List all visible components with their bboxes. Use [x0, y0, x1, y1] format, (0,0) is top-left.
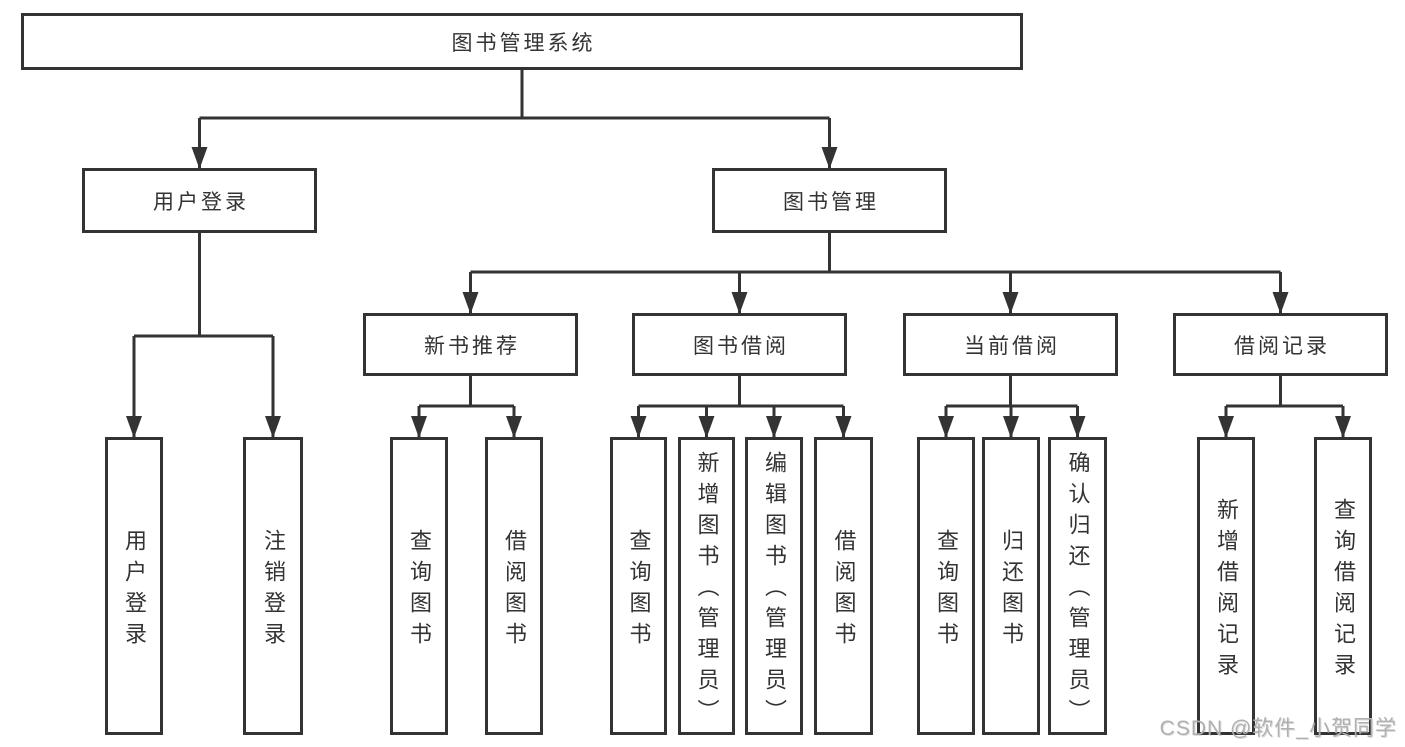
- node-user-login-label: 用户登录: [153, 190, 249, 214]
- leaf-edit-book-admin: 编辑图书（管理员）: [745, 437, 803, 735]
- leaf-borrowing-query-book-label: 查询图书: [626, 528, 652, 653]
- node-book-borrowing: 图书借阅: [632, 313, 847, 376]
- leaf-add-book-admin: 新增图书（管理员）: [678, 437, 735, 735]
- node-book-management: 图书管理: [712, 168, 947, 233]
- leaf-confirm-return-admin: 确认归还（管理员）: [1048, 437, 1107, 735]
- leaf-recommend-query-book-label: 查询图书: [407, 528, 432, 653]
- csdn-watermark: CSDN @软件_小贺同学: [1159, 717, 1397, 740]
- leaf-borrowing-query-book: 查询图书: [610, 437, 667, 735]
- leaf-return-book: 归还图书: [982, 437, 1040, 735]
- leaf-logout: 注销登录: [243, 437, 303, 735]
- node-current-borrowing: 当前借阅: [903, 313, 1118, 376]
- leaf-recommend-borrow-book: 借阅图书: [485, 437, 543, 735]
- leaf-recommend-query-book: 查询图书: [390, 437, 448, 735]
- node-borrowing-records: 借阅记录: [1173, 313, 1388, 376]
- node-root-system: 图书管理系统: [21, 13, 1023, 70]
- leaf-add-book-admin-label: 新增图书（管理员）: [694, 451, 720, 730]
- node-borrowing-records-label: 借阅记录: [1234, 334, 1330, 358]
- leaf-confirm-return-admin-label: 确认归还（管理员）: [1065, 451, 1091, 730]
- leaf-current-query-book: 查询图书: [917, 437, 975, 735]
- leaf-borrow-book-label: 借阅图书: [831, 528, 857, 653]
- node-new-book-recommend: 新书推荐: [363, 313, 578, 376]
- leaf-return-book-label: 归还图书: [999, 528, 1024, 653]
- node-book-borrowing-label: 图书借阅: [693, 334, 789, 358]
- node-book-management-label: 图书管理: [783, 190, 879, 214]
- leaf-current-query-book-label: 查询图书: [934, 528, 959, 653]
- leaf-add-borrow-record: 新增借阅记录: [1197, 437, 1255, 735]
- leaf-edit-book-admin-label: 编辑图书（管理员）: [762, 451, 787, 730]
- leaf-add-borrow-record-label: 新增借阅记录: [1214, 497, 1239, 684]
- leaf-user-login-label: 用户登录: [122, 528, 147, 653]
- node-user-login: 用户登录: [82, 168, 317, 233]
- leaf-query-borrow-record-label: 查询借阅记录: [1331, 497, 1356, 684]
- leaf-query-borrow-record: 查询借阅记录: [1314, 437, 1372, 735]
- node-current-borrowing-label: 当前借阅: [964, 334, 1060, 358]
- leaf-user-login: 用户登录: [105, 437, 163, 735]
- node-root-system-label: 图书管理系统: [451, 31, 596, 55]
- node-new-book-recommend-label: 新书推荐: [424, 334, 520, 358]
- leaf-borrow-book: 借阅图书: [814, 437, 873, 735]
- leaf-logout-label: 注销登录: [261, 528, 286, 653]
- leaf-recommend-borrow-book-label: 借阅图书: [502, 528, 527, 653]
